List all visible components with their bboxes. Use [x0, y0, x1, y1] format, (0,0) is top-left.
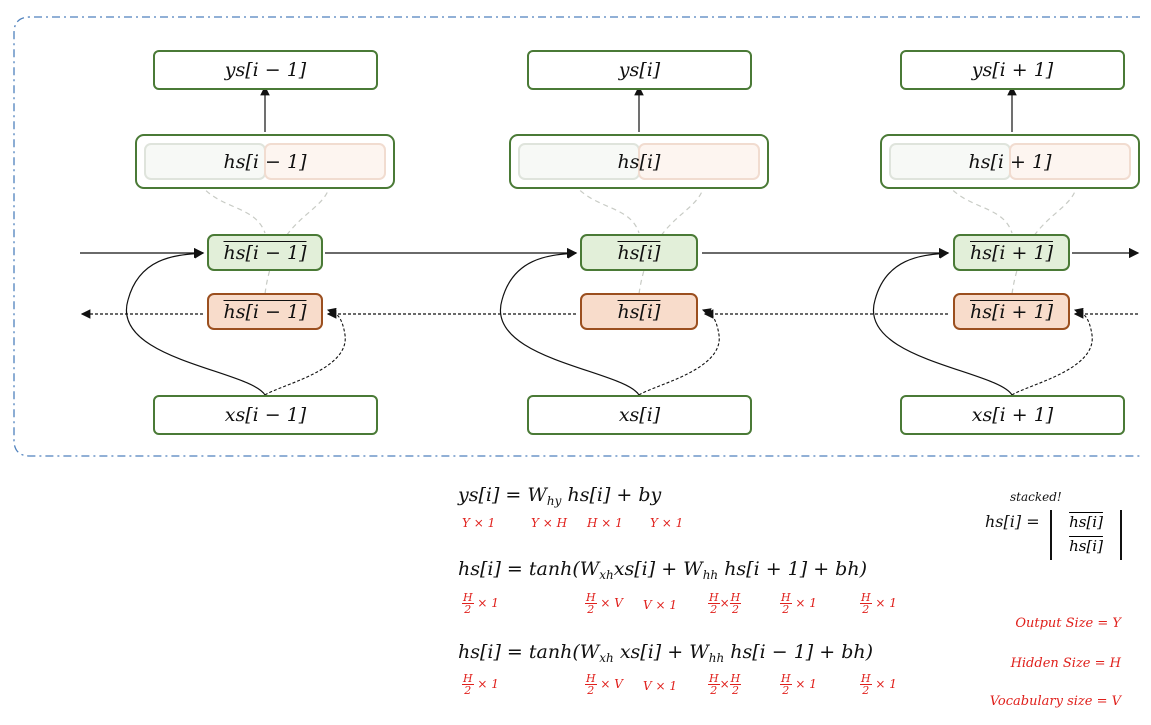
hidden-forward-half	[518, 143, 640, 180]
forward-equation: hs[i] = tanh(Wxh xs[i] + Whh hs[i − 1] +…	[458, 641, 874, 665]
input-box-next: xs[i + 1]	[900, 395, 1125, 435]
dim-label: Y × 1	[462, 516, 496, 530]
dim-label: V × 1	[643, 679, 677, 693]
forward-state-next: hs[i + 1]	[953, 234, 1070, 271]
output-equation: ys[i] = Why hs[i] + by	[458, 484, 662, 508]
input-links	[125, 248, 1013, 396]
legend-output-size: Output Size = Y	[1015, 616, 1121, 631]
stacked-note: stacked!	[1010, 490, 1062, 504]
output-box-prev: ys[i − 1]	[153, 50, 378, 90]
forward-state-prev: hs[i − 1]	[207, 234, 323, 271]
backward-state-current: hs[i]	[580, 293, 698, 330]
hidden-state-links	[199, 183, 1078, 295]
dim-label: Y × 1	[650, 516, 684, 530]
hidden-backward-half	[264, 143, 386, 180]
hidden-box-prev: hs[i − 1]	[135, 134, 395, 189]
stacked-lhs: hs[i] =	[985, 512, 1040, 531]
stacked-backward: hs[i]	[1069, 537, 1103, 555]
output-box-current: ys[i]	[527, 50, 752, 90]
hidden-backward-half	[638, 143, 760, 180]
stacked-forward: hs[i]	[1069, 513, 1103, 531]
hidden-forward-half	[144, 143, 266, 180]
backward-state-next: hs[i + 1]	[953, 293, 1070, 330]
input-links-backward	[264, 307, 1093, 396]
input-box-prev: xs[i − 1]	[153, 395, 378, 435]
forward-state-current: hs[i]	[580, 234, 698, 271]
dim-label: H × 1	[587, 516, 623, 530]
dim-label: Y × H	[531, 516, 568, 530]
backward-equation: hs[i] = tanh(Wxhxs[i] + Whh hs[i + 1] + …	[458, 558, 867, 582]
dim-label: V × 1	[643, 598, 677, 612]
backward-state-prev: hs[i − 1]	[207, 293, 323, 330]
legend-hidden-size: Hidden Size = H	[1010, 656, 1121, 671]
frame-border	[13, 16, 1140, 457]
stacked-matrix: hs[i] hs[i]	[1050, 510, 1122, 560]
output-box-next: ys[i + 1]	[900, 50, 1125, 90]
input-box-current: xs[i]	[527, 395, 752, 435]
legend-vocab-size: Vocabulary size = V	[989, 694, 1121, 709]
hidden-backward-half	[1009, 143, 1131, 180]
hidden-box-next: hs[i + 1]	[880, 134, 1140, 189]
hidden-box-current: hs[i]	[509, 134, 769, 189]
